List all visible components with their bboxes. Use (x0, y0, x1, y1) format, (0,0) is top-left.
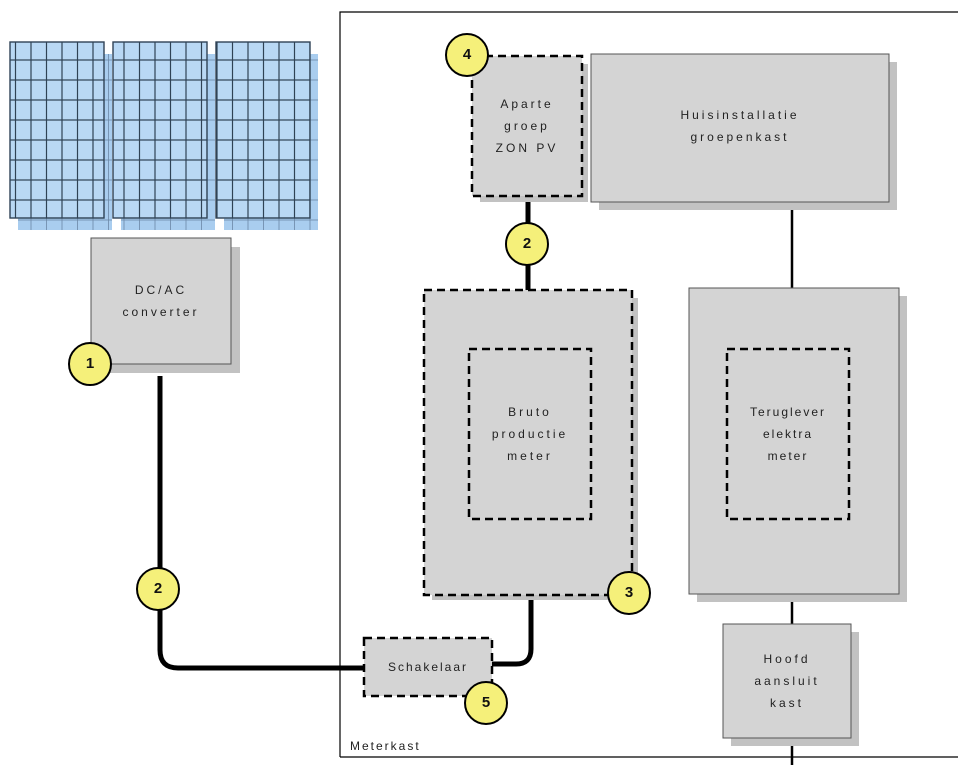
cable-converter-to-switch (157, 376, 364, 671)
main-connection-label: Hoofd aansluit kast (754, 652, 820, 710)
marker-2-top: 2 (522, 235, 532, 252)
solar-panel-1 (9, 41, 112, 230)
marker-2-circle-top (505, 222, 549, 266)
marker-4-circle (445, 33, 489, 77)
marker-1-circle (68, 342, 112, 386)
return-meter-box (725, 347, 851, 521)
cable-switch-to-meter (490, 518, 534, 667)
house-panel-label: Huisinstallatie groepenkast (680, 108, 800, 144)
marker-1: 1 (85, 355, 95, 372)
converter-label: DC/AC converter (122, 283, 200, 319)
marker-5-circle (464, 681, 508, 725)
return-meter-label: Teruglever elektra meter (749, 405, 827, 463)
marker-4: 4 (462, 46, 472, 63)
meterkast-label: Meterkast (350, 739, 421, 753)
marker-3: 3 (624, 584, 634, 601)
switch-label: Schakelaar (387, 660, 469, 674)
marker-3-circle (607, 571, 651, 615)
converter-box (90, 237, 232, 365)
marker-2-cable: 2 (153, 580, 163, 597)
separate-group-box (470, 54, 584, 198)
solar-panel-3 (215, 41, 318, 230)
solar-panel-array (9, 41, 318, 230)
marker-2-circle-cable (136, 567, 180, 611)
separate-group-label: Aparte groep ZON PV (495, 97, 559, 155)
marker-5: 5 (481, 694, 491, 711)
switch-box (362, 636, 494, 698)
house-panel-box (590, 53, 890, 203)
gross-meter-label: Bruto productie meter (491, 405, 569, 463)
main-connection-box (722, 623, 852, 739)
meterkast-enclosure (339, 11, 958, 757)
gross-meter-box (467, 347, 593, 521)
solar-panel-2 (112, 41, 215, 230)
